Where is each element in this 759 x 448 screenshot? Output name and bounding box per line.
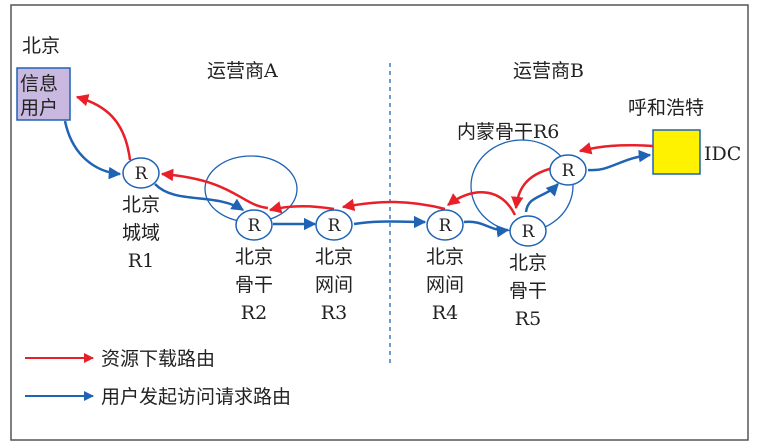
router-glyph: R <box>248 216 262 236</box>
router-glyph: R <box>439 216 453 236</box>
router-node <box>315 209 353 241</box>
router-label: 北京 <box>509 252 547 274</box>
inner-mongolia-backbone-label: 内蒙骨干R6 <box>457 121 559 143</box>
router-label: 北京 <box>315 246 353 268</box>
router-label: R4 <box>432 302 458 324</box>
info-user-box: 信息 用户 <box>16 67 71 121</box>
router-label: 网间 <box>426 274 464 296</box>
router-node <box>426 209 464 241</box>
router-label: 网间 <box>315 274 353 296</box>
operator-b-label: 运营商B <box>513 60 584 82</box>
router-label: R5 <box>515 308 541 330</box>
router-node <box>549 154 587 186</box>
router-label: R3 <box>321 302 347 324</box>
operator-a-label: 运营商A <box>207 60 278 82</box>
router-label: 城域 <box>122 222 160 244</box>
router-label: 骨干 <box>509 280 547 302</box>
router-label: 北京 <box>122 194 160 216</box>
legend: 资源下载路由 用户发起访问请求路由 <box>25 348 291 408</box>
beijing-label: 北京 <box>22 35 60 57</box>
router-node <box>509 215 547 247</box>
router-node <box>122 157 160 189</box>
router-label: R2 <box>241 302 267 324</box>
idc-box <box>652 129 701 175</box>
legend-request-label: 用户发起访问请求路由 <box>101 386 291 408</box>
router-label: R1 <box>128 250 154 272</box>
router-glyph: R <box>135 164 149 184</box>
idc-label: IDC <box>704 143 741 165</box>
router-glyph: R <box>522 222 536 242</box>
legend-download-label: 资源下载路由 <box>101 348 215 370</box>
router-label: 北京 <box>235 246 273 268</box>
frame <box>10 4 749 441</box>
request-route <box>63 120 652 238</box>
hohhot-label: 呼和浩特 <box>628 97 704 119</box>
user-label-line2: 用户 <box>20 97 58 119</box>
router-node <box>235 209 273 241</box>
download-route <box>75 94 654 216</box>
router-label: 北京 <box>426 246 464 268</box>
router-label: 骨干 <box>235 274 273 296</box>
user-label-line1: 信息 <box>20 73 58 95</box>
router-r6: R <box>549 154 587 186</box>
router-glyph: R <box>562 161 576 181</box>
router-glyph: R <box>328 216 342 236</box>
